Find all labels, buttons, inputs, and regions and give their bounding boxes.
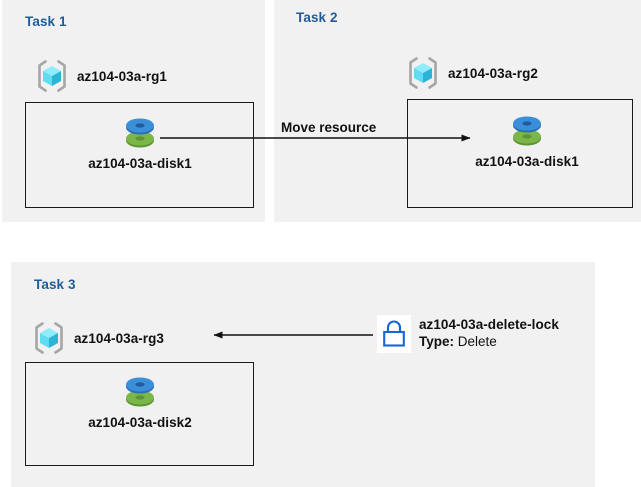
disk-node-2: az104-03a-disk1 [452,110,602,169]
managed-disk-icon [505,110,549,150]
resource-group-1-label: az104-03a-rg1 [77,68,167,84]
task-2-heading: Task 2 [296,10,338,25]
task-panel-2 [274,0,641,222]
resource-group-2: az104-03a-rg2 [405,55,538,91]
task-1-heading: Task 1 [25,14,67,29]
managed-disk-icon [118,112,162,152]
resource-group-3: az104-03a-rg3 [31,320,164,356]
resource-group-2-label: az104-03a-rg2 [448,65,538,81]
delete-lock-node: az104-03a-delete-lock Type: Delete [377,315,559,353]
disk-node-2-label: az104-03a-disk1 [475,154,579,169]
resource-group-3-label: az104-03a-rg3 [74,330,164,346]
resource-group-icon [405,55,441,91]
task-panel-3 [11,262,595,487]
lock-icon-background [377,315,411,353]
task-1-resource-box [25,102,254,208]
resource-group-icon [31,320,67,356]
task-3-heading: Task 3 [34,277,76,292]
move-resource-arrow [160,134,471,142]
move-resource-label: Move resource [281,120,377,135]
resource-group-icon [34,58,70,94]
task-3-resource-box [25,362,254,466]
lock-icon [381,319,407,349]
task-2-resource-box [407,99,633,208]
disk-node-3: az104-03a-disk2 [65,371,215,430]
delete-lock-texts: az104-03a-delete-lock Type: Delete [419,316,559,350]
task-panel-1 [2,0,265,222]
delete-lock-arrow [213,331,373,339]
delete-lock-name: az104-03a-delete-lock [419,317,559,332]
delete-lock-type-value-text: Delete [457,334,497,349]
disk-node-3-label: az104-03a-disk2 [88,415,192,430]
disk-node-1: az104-03a-disk1 [65,112,215,171]
resource-group-1: az104-03a-rg1 [34,58,167,94]
managed-disk-icon [118,371,162,411]
delete-lock-type-key: Type: [419,334,455,349]
disk-node-1-label: az104-03a-disk1 [88,156,192,171]
delete-lock-type: Type: Delete [419,333,559,350]
